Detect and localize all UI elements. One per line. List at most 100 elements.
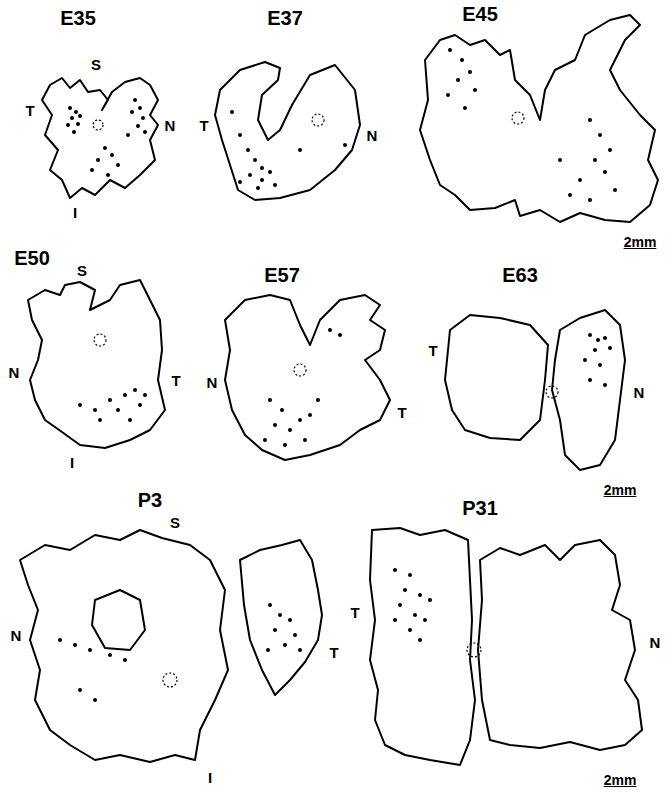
- orientation-letter: S: [77, 263, 87, 278]
- cell-dot: [316, 398, 320, 402]
- retina-outline: [370, 528, 475, 765]
- optic-disc: [294, 364, 306, 376]
- cell-dot: [588, 378, 592, 382]
- retina-outline: [42, 78, 158, 198]
- cell-dot: [128, 418, 132, 422]
- cell-dot: [598, 363, 602, 367]
- cell-dot: [98, 418, 102, 422]
- retina-outline: [478, 540, 642, 750]
- cell-dot: [603, 383, 607, 387]
- cell-dot: [138, 403, 142, 407]
- retina-outline: [552, 310, 625, 470]
- cell-dot: [288, 618, 292, 622]
- cell-dot: [428, 598, 432, 602]
- cell-dot: [143, 130, 147, 134]
- cell-dot: [68, 106, 72, 110]
- panel-label: E57: [264, 265, 300, 285]
- scale-bar: 2mm: [604, 773, 637, 787]
- cell-dot: [283, 643, 287, 647]
- optic-disc: [512, 112, 524, 124]
- cell-dot: [263, 438, 267, 442]
- cell-dot: [298, 648, 302, 652]
- cell-dot: [76, 122, 80, 126]
- cell-dot: [268, 603, 272, 607]
- cell-dot: [248, 173, 252, 177]
- cell-dot: [273, 628, 277, 632]
- cell-dot: [103, 146, 107, 150]
- optic-disc: [94, 334, 106, 346]
- cell-dot: [460, 58, 464, 62]
- cell-dot: [280, 408, 284, 412]
- cell-dot: [116, 408, 120, 412]
- cell-dot: [423, 618, 427, 622]
- orientation-letter: T: [350, 605, 359, 620]
- cell-dot: [116, 163, 120, 167]
- cell-dot: [446, 93, 450, 97]
- cell-dot: [598, 133, 602, 137]
- cell-dot: [133, 98, 137, 102]
- optic-disc: [312, 114, 324, 126]
- cell-dot: [398, 603, 402, 607]
- orientation-letter: T: [199, 118, 208, 133]
- cell-dot: [78, 688, 82, 692]
- optic-disc: [93, 120, 103, 130]
- cell-dot: [72, 130, 76, 134]
- cell-dot: [126, 133, 130, 137]
- cell-dot: [268, 398, 272, 402]
- optic-disc: [546, 386, 558, 398]
- cell-dot: [66, 123, 70, 127]
- cell-dot: [260, 166, 264, 170]
- cell-dot: [568, 193, 572, 197]
- orientation-letter: N: [634, 385, 645, 400]
- cell-dot: [603, 170, 607, 174]
- cell-dot: [408, 628, 412, 632]
- orientation-letter: I: [73, 205, 77, 220]
- cell-dot: [93, 698, 97, 702]
- cell-dot: [588, 198, 592, 202]
- scale-bar: 2mm: [604, 483, 637, 497]
- orientation-letter: N: [165, 118, 176, 133]
- cell-dot: [338, 333, 342, 337]
- scale-bar: 2mm: [624, 235, 657, 249]
- cell-dot: [298, 148, 302, 152]
- orientation-letter: I: [70, 455, 74, 470]
- panel-label: E35: [60, 8, 96, 28]
- cell-dot: [603, 336, 607, 340]
- cell-dot: [260, 178, 264, 182]
- cell-dot: [273, 183, 277, 187]
- cell-dot: [596, 338, 600, 342]
- cell-dot: [110, 153, 114, 157]
- cell-dot: [303, 438, 307, 442]
- cell-dot: [343, 143, 347, 147]
- orientation-letter: N: [207, 375, 218, 390]
- cell-dot: [308, 413, 312, 417]
- cell-dot: [88, 648, 92, 652]
- cell-dot: [593, 158, 597, 162]
- orientation-letter: N: [11, 628, 22, 643]
- optic-disc: [163, 673, 177, 687]
- cell-dot: [588, 333, 592, 337]
- retina-outline: [215, 62, 360, 200]
- cell-dot: [468, 70, 472, 74]
- cell-dot: [143, 393, 147, 397]
- cell-dot: [588, 118, 592, 122]
- cell-dot: [108, 398, 112, 402]
- retina-outline: [28, 280, 165, 448]
- cell-dot: [96, 158, 100, 162]
- orientation-letter: T: [25, 103, 34, 118]
- cell-dot: [238, 133, 242, 137]
- cell-dot: [613, 188, 617, 192]
- cell-dot: [448, 48, 452, 52]
- retina-outline: [20, 530, 228, 762]
- panel-label: E50: [14, 248, 50, 268]
- orientation-letter: N: [367, 128, 378, 143]
- cell-dot: [288, 428, 292, 432]
- cell-dot: [256, 186, 260, 190]
- cell-dot: [73, 643, 77, 647]
- orientation-letter: T: [397, 405, 406, 420]
- optic-disc: [467, 643, 481, 657]
- cell-dot: [403, 588, 407, 592]
- cell-dot: [136, 124, 140, 128]
- cell-dot: [58, 638, 62, 642]
